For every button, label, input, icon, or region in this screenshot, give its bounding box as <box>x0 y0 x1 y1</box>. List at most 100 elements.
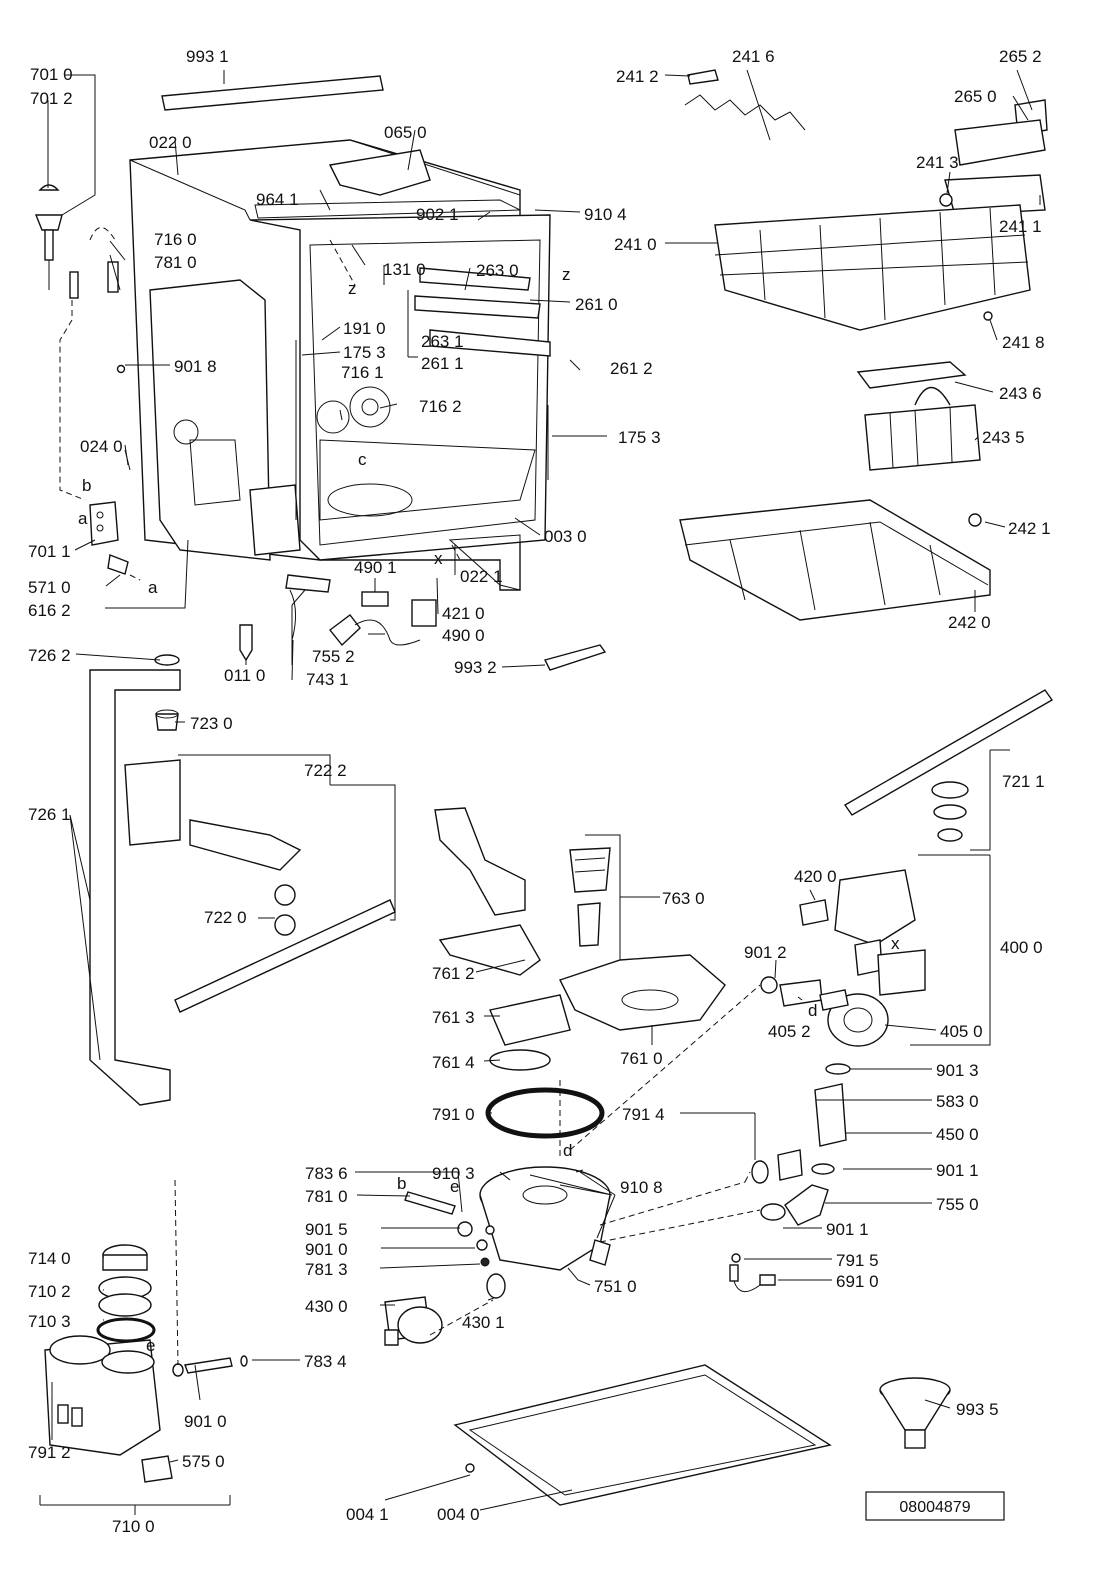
part-label: 261 1 <box>421 354 464 373</box>
marker-b-2: b <box>397 1174 406 1193</box>
upper-spray-arm-721-1 <box>843 689 1054 816</box>
part-label: 761 0 <box>620 1049 663 1068</box>
part-label: 450 0 <box>936 1125 979 1144</box>
water-duct <box>434 807 526 916</box>
part-label: 901 2 <box>744 943 787 962</box>
marker-d-1: d <box>808 1001 817 1020</box>
hose-assembly <box>34 184 129 575</box>
softener-710-0 <box>44 1244 161 1456</box>
lower-basket <box>679 499 991 621</box>
hose-450-0 <box>814 1083 847 1147</box>
part-label: 910 3 <box>432 1164 475 1183</box>
arm-hub-721 <box>931 781 969 842</box>
filter-part-761-4 <box>489 1049 551 1071</box>
part-label: 065 0 <box>384 123 427 142</box>
rack-shelf-265-0 <box>954 119 1046 166</box>
part-label: 405 2 <box>768 1022 811 1041</box>
part-label: 003 0 <box>544 527 587 546</box>
tub-assembly <box>124 139 551 591</box>
part-label: 022 1 <box>460 567 503 586</box>
bracket-755-2 <box>285 574 331 593</box>
part-label: 430 1 <box>462 1313 505 1332</box>
part-label: 400 0 <box>1000 938 1043 957</box>
seal-430-1 <box>486 1273 506 1299</box>
hub-parts-722 <box>274 884 296 936</box>
part-label: 243 5 <box>982 428 1025 447</box>
sensor-575-0 <box>141 1455 173 1483</box>
part-label: 783 4 <box>304 1352 347 1371</box>
marker-e-1: e <box>450 1177 459 1196</box>
part-label: 701 1 <box>28 542 71 561</box>
part-label: 721 1 <box>1002 772 1045 791</box>
filter-763-0 <box>569 847 611 947</box>
part-label: 263 0 <box>476 261 519 280</box>
part-label: 004 0 <box>437 1505 480 1524</box>
part-label: 783 6 <box>305 1164 348 1183</box>
part-label: 781 0 <box>305 1187 348 1206</box>
part-label: 430 0 <box>305 1297 348 1316</box>
assembly-lines <box>129 235 761 1366</box>
part-label: 761 4 <box>432 1053 475 1072</box>
ring-781-3 <box>480 1257 490 1267</box>
drawings <box>34 69 1054 1515</box>
part-label: 781 0 <box>154 253 197 272</box>
part-label: 781 3 <box>305 1260 348 1279</box>
part-label: 901 5 <box>305 1220 348 1239</box>
part-label: 241 2 <box>616 67 659 86</box>
base-frame-004-0 <box>453 1364 832 1506</box>
upper-spray-tube <box>189 819 302 871</box>
part-label: 964 1 <box>256 190 299 209</box>
part-label: 716 1 <box>341 363 384 382</box>
part-label: 616 2 <box>28 601 71 620</box>
part-label: 791 4 <box>622 1105 665 1124</box>
ring-901-5 <box>457 1221 473 1237</box>
part-label: 265 0 <box>954 87 997 106</box>
wheel-242-1 <box>968 513 982 527</box>
part-label: 901 0 <box>184 1412 227 1431</box>
part-label: 755 0 <box>936 1195 979 1214</box>
part-label: 901 1 <box>936 1161 979 1180</box>
part-label: 242 0 <box>948 613 991 632</box>
marker-e-2: e <box>146 1336 155 1355</box>
part-label: 691 0 <box>836 1272 879 1291</box>
part-label: 571 0 <box>28 578 71 597</box>
part-label: 701 0 <box>30 65 73 84</box>
tube-783-4 <box>184 1357 233 1374</box>
screw-004-1 <box>465 1463 475 1473</box>
part-label: 716 2 <box>419 397 462 416</box>
wheel-241-3 <box>939 193 953 207</box>
part-label: 241 6 <box>732 47 775 66</box>
part-label: 011 0 <box>224 666 265 685</box>
marker-x-2: x <box>891 934 900 953</box>
clamp-901-1b <box>760 1203 786 1221</box>
marker-x-1: x <box>434 549 443 568</box>
part-labels: 993 1 701 0 701 2 022 0 065 0 964 1 902 … <box>28 47 1051 1536</box>
clamp-901-2 <box>760 976 778 994</box>
part-label: 901 3 <box>936 1061 979 1080</box>
part-label: 004 1 <box>346 1505 389 1524</box>
marker-d-2: d <box>563 1141 572 1160</box>
top-trim-strip <box>161 75 384 111</box>
clamp-901-1a <box>811 1163 835 1175</box>
part-label: 726 2 <box>28 646 71 665</box>
part-label: 175 3 <box>343 343 386 362</box>
part-label: 710 3 <box>28 1312 71 1331</box>
part-label: 242 1 <box>1008 519 1051 538</box>
part-label: 761 3 <box>432 1008 475 1027</box>
diagram-code-box: 08004879 <box>865 1491 1005 1521</box>
funnel-993-5 <box>879 1377 951 1449</box>
marker-z-1: z <box>348 279 357 298</box>
marker-a-1: a <box>78 509 88 528</box>
marker-a-2: a <box>148 578 158 597</box>
marker-c: c <box>358 450 367 469</box>
cutlery-basket <box>864 386 981 471</box>
part-label: 241 0 <box>614 235 657 254</box>
seal-791-0 <box>485 1087 605 1139</box>
rack-clip-241-2 <box>687 69 719 85</box>
upper-basket <box>714 204 1031 331</box>
part-label: 722 0 <box>204 908 247 927</box>
part-label: 791 5 <box>836 1251 879 1270</box>
filter-hole <box>621 989 679 1011</box>
part-label: 490 0 <box>442 626 485 645</box>
sump-751-0 <box>479 1166 611 1271</box>
